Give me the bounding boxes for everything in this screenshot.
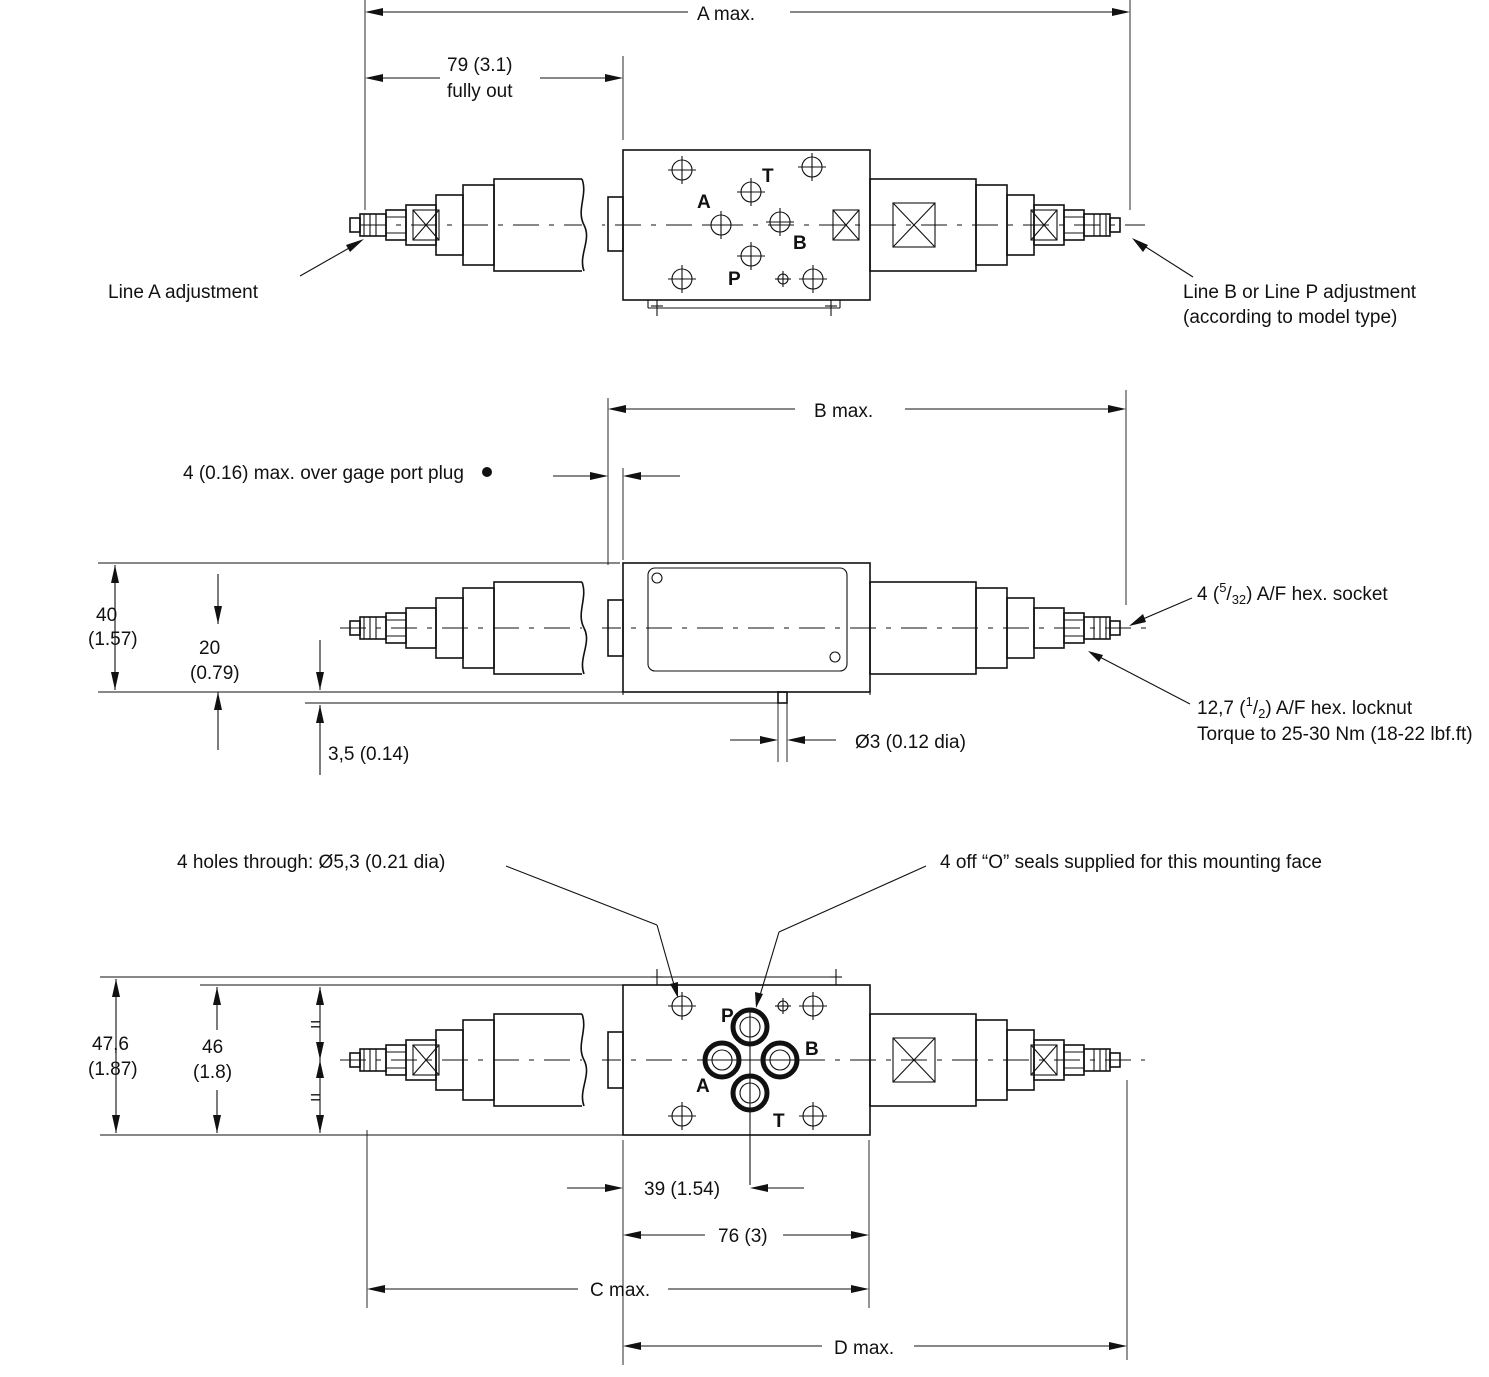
bottom-port-a-label: A — [696, 1076, 710, 1097]
top-view: A max. 79 (3.1) fully out — [108, 0, 1417, 328]
side-view: B max. 4 (0.16) max. over gage port plug… — [88, 390, 1473, 775]
height-476-inch-label: (1.87) — [88, 1059, 138, 1080]
equal-mark-lower: = — [310, 1088, 321, 1109]
bottom-port-b-label: B — [805, 1039, 819, 1060]
c-max-label: C max. — [590, 1280, 650, 1301]
equal-mark-upper: = — [310, 1015, 321, 1036]
a-max-label: A max. — [697, 4, 755, 25]
bottom-mounting-holes — [668, 992, 827, 1130]
height-46-inch-label: (1.8) — [193, 1062, 232, 1083]
top-port-a-label: A — [697, 192, 711, 213]
bottom-port-t-label: T — [773, 1111, 785, 1132]
line-bp-adjustment-label: Line B or Line P adjustment — [1183, 282, 1417, 303]
bottom-view: 4 holes through: Ø5,3 (0.21 dia) 4 off “… — [88, 852, 1322, 1365]
height-40-inch-label: (1.57) — [88, 629, 138, 650]
top-port-t-label: T — [762, 166, 774, 187]
height-20-label: 20 — [199, 638, 220, 659]
line-bp-model-note: (according to model type) — [1183, 307, 1397, 328]
top-port-b-label: B — [793, 233, 807, 254]
height-20-inch-label: (0.79) — [190, 663, 240, 684]
bottom-left-cartridge — [349, 1012, 602, 1108]
line-a-adjustment-label: Line A adjustment — [108, 282, 259, 303]
top-left-cartridge — [349, 177, 602, 273]
holes-through-label: 4 holes through: Ø5,3 (0.21 dia) — [177, 852, 445, 873]
width-76-label: 76 (3) — [718, 1226, 768, 1247]
stroke-fully-out-label: fully out — [447, 81, 513, 102]
torque-label: Torque to 25-30 Nm (18-22 lbf.ft) — [1197, 724, 1473, 745]
hex-socket-label: 4 (5/32) A/F hex. socket — [1197, 580, 1388, 607]
dia3-label: Ø3 (0.12 dia) — [855, 732, 966, 753]
o-seals-label: 4 off “O” seals supplied for this mounti… — [940, 852, 1322, 873]
height-476-label: 47,6 — [92, 1034, 129, 1055]
height-40-label: 40 — [96, 605, 117, 626]
stroke-79-label: 79 (3.1) — [447, 55, 512, 76]
d-max-label: D max. — [834, 1338, 894, 1359]
gage-port-plug-label: 4 (0.16) max. over gage port plug — [183, 463, 464, 484]
top-port-p-label: P — [728, 269, 741, 290]
o-ring-seals — [702, 1007, 800, 1185]
height-35-label: 3,5 (0.14) — [328, 744, 409, 765]
width-39-label: 39 (1.54) — [644, 1179, 720, 1200]
height-46-label: 46 — [202, 1037, 223, 1058]
locknut-label: 12,7 (1/2) A/F hex. locknut — [1197, 694, 1413, 721]
top-port-holes — [668, 153, 827, 293]
bottom-port-p-label: P — [721, 1006, 734, 1027]
b-max-label: B max. — [814, 401, 873, 422]
side-left-cartridge — [349, 580, 602, 676]
